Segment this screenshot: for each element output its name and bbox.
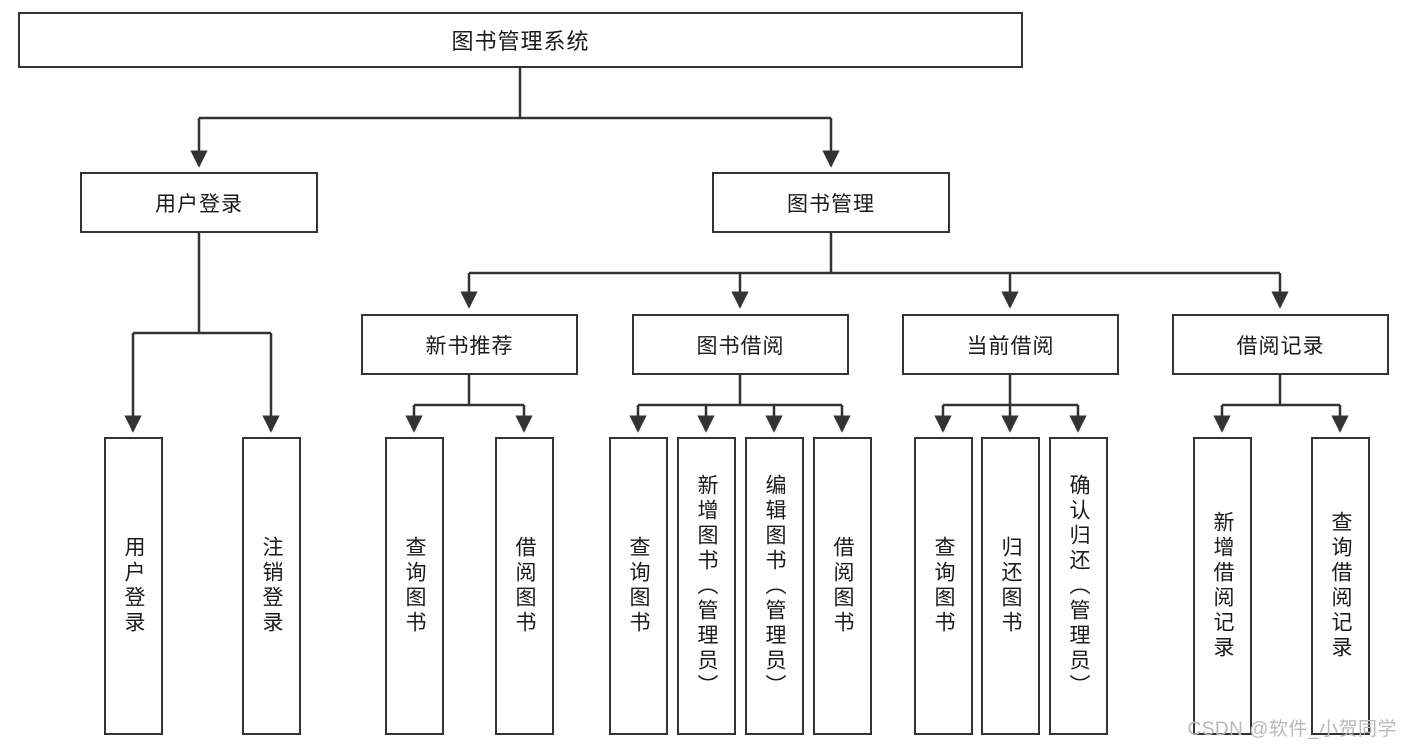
node-label: 查询借阅记录 [1329, 511, 1352, 661]
node-leaf-add-record[interactable]: 新增借阅记录 [1193, 437, 1252, 735]
node-leaf-query-book-3[interactable]: 查询图书 [914, 437, 973, 735]
node-leaf-confirm-return[interactable]: 确认归还（管理员） [1049, 437, 1108, 735]
node-label: 新增借阅记录 [1211, 511, 1234, 661]
node-leaf-borrow-book-2[interactable]: 借阅图书 [813, 437, 872, 735]
node-book-manage[interactable]: 图书管理 [712, 172, 950, 233]
node-leaf-add-book[interactable]: 新增图书（管理员） [677, 437, 736, 735]
node-label: 图书借阅 [696, 334, 785, 358]
node-leaf-edit-book[interactable]: 编辑图书（管理员） [745, 437, 804, 735]
node-root-system[interactable]: 图书管理系统 [18, 12, 1023, 68]
node-leaf-query-book-2[interactable]: 查询图书 [609, 437, 668, 735]
node-label: 借阅图书 [513, 536, 536, 636]
node-label: 查询图书 [627, 536, 650, 636]
node-leaf-query-book-1[interactable]: 查询图书 [385, 437, 444, 735]
node-label: 用户登录 [122, 536, 145, 636]
node-leaf-query-record[interactable]: 查询借阅记录 [1311, 437, 1370, 735]
node-label: 借阅记录 [1236, 334, 1325, 358]
node-label: 用户登录 [155, 192, 243, 216]
node-leaf-logout-login[interactable]: 注销登录 [242, 437, 301, 735]
node-current-borrow[interactable]: 当前借阅 [902, 314, 1119, 375]
node-label: 图书管理 [787, 192, 875, 216]
node-label: 注销登录 [260, 536, 283, 636]
node-label: 借阅图书 [831, 536, 854, 636]
node-label: 查询图书 [932, 536, 955, 636]
node-book-borrow[interactable]: 图书借阅 [632, 314, 849, 375]
node-leaf-user-login[interactable]: 用户登录 [104, 437, 163, 735]
node-user-login[interactable]: 用户登录 [80, 172, 318, 233]
node-new-book-recommend[interactable]: 新书推荐 [361, 314, 578, 375]
node-label: 当前借阅 [966, 334, 1055, 358]
node-borrow-record[interactable]: 借阅记录 [1172, 314, 1389, 375]
node-label: 新书推荐 [425, 334, 514, 358]
csdn-watermark: CSDN @软件_小贺同学 [1187, 719, 1397, 740]
node-label: 归还图书 [999, 536, 1022, 636]
node-label: 图书管理系统 [451, 29, 590, 54]
node-label: 新增图书（管理员） [695, 473, 718, 699]
node-label: 查询图书 [403, 536, 426, 636]
node-label: 确认归还（管理员） [1067, 473, 1090, 699]
node-label: 编辑图书（管理员） [763, 473, 786, 699]
node-leaf-return-book[interactable]: 归还图书 [981, 437, 1040, 735]
node-leaf-borrow-book-1[interactable]: 借阅图书 [495, 437, 554, 735]
